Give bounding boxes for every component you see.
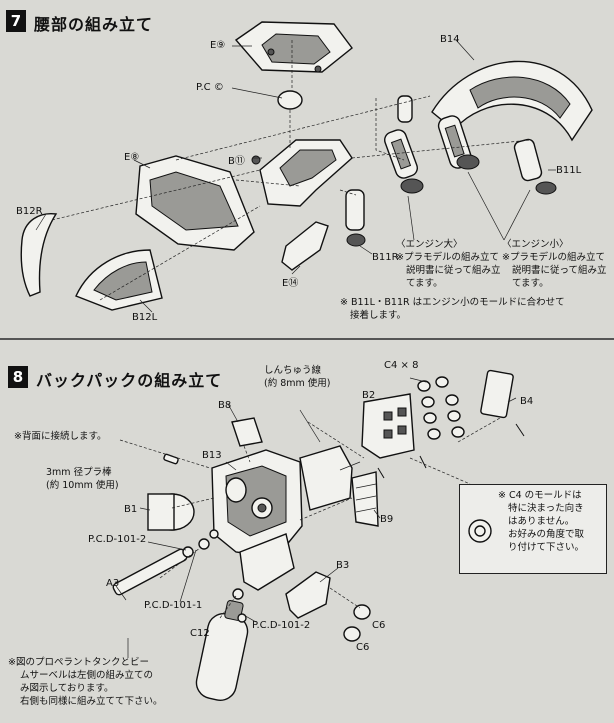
part-b3 — [285, 571, 331, 619]
c4-callout-box: ※ C4 のモールドは 特に決まった向き はありません。 お好みの角度で取 り付… — [459, 484, 607, 574]
label-b9: B9 — [380, 514, 394, 525]
label-b4: B4 — [520, 396, 534, 407]
part-b9 — [351, 471, 379, 527]
engine-large-right — [437, 115, 480, 170]
label-b14: B14 — [440, 34, 460, 45]
waist-assembly-diagram — [20, 21, 593, 313]
label-b8: B8 — [218, 400, 232, 411]
engine-small-b11l — [513, 138, 557, 195]
c4-detail-icon — [468, 519, 492, 543]
part-e14 — [281, 221, 329, 271]
label-c12: C12 — [190, 628, 210, 639]
label-pcd-101-2-b: P.C.D-101-2 — [252, 620, 311, 631]
backpack-assembly-diagram — [112, 369, 525, 701]
part-pc-cap — [277, 90, 303, 110]
label-b3: B3 — [336, 560, 350, 571]
label-e14: E⑭ — [282, 278, 299, 289]
part-c6-upper — [353, 604, 371, 620]
engine-large-left — [384, 129, 424, 194]
label-c6-upper: C6 — [372, 620, 386, 631]
engine-large-note: 〈エンジン大〉 ※プラモデルの組み立て 説明書に従って組み立 てます。 — [396, 239, 501, 289]
label-c4x8: C4 × 8 — [384, 360, 419, 371]
label-c6-lower: C6 — [356, 642, 370, 653]
label-pcd-101-2-a: P.C.D-101-2 — [88, 534, 147, 545]
label-b11r: B11R — [372, 252, 399, 263]
label-b13: B13 — [202, 450, 222, 461]
back-connect-note: ※背面に接続します。 — [14, 431, 107, 442]
label-b11: B⑪ — [228, 156, 245, 167]
engine-small-b11r — [345, 189, 366, 247]
label-b12l: B12L — [132, 312, 158, 323]
part-b8 — [231, 417, 263, 447]
c4-note: ※ C4 のモールドは 特に決まった向き はありません。 お好みの角度で取 り付… — [498, 490, 585, 553]
part-a3 — [112, 548, 188, 596]
label-e8: E⑧ — [124, 152, 140, 163]
step-number-badge: 8 — [8, 366, 28, 388]
label-a3: A3 — [106, 578, 120, 589]
step-title: バックパックの組み立て — [36, 371, 223, 390]
wire-note: しんちゅう線 (約 8mm 使用) — [264, 365, 331, 389]
label-b1: B1 — [124, 504, 138, 515]
step-7-section: 7 腰部の組み立て — [0, 0, 614, 338]
attach-footnote: ※ B11L・B11R はエンジン小のモールドに合わせて 接着します。 — [340, 297, 565, 321]
label-b11l: B11L — [556, 165, 582, 176]
rod-note: 3mm 径プラ棒 (約 10mm 使用) — [46, 467, 119, 491]
part-b4 — [480, 369, 514, 419]
part-c4-pegs — [417, 376, 465, 440]
part-c12 — [195, 613, 249, 701]
section-divider — [0, 338, 614, 340]
label-pc-c: P.C © — [196, 82, 224, 93]
label-b12r: B12R — [16, 206, 43, 217]
label-pcd-101-1: P.C.D-101-1 — [144, 600, 203, 611]
label-e9: E⑨ — [210, 40, 226, 51]
engine-small-top — [397, 95, 413, 123]
part-c6-lower — [343, 626, 361, 642]
engine-small-note: 〈エンジン小〉 ※プラモデルの組み立て 説明書に従って組み立 てます。 — [502, 239, 607, 289]
step-number-badge: 7 — [6, 10, 26, 32]
label-b2: B2 — [362, 390, 376, 401]
step-8-section: 8 バックパックの組み立て — [0, 338, 614, 723]
step-title: 腰部の組み立て — [34, 15, 154, 34]
part-b14 — [431, 60, 593, 142]
bottom-note: ※図のプロペラントタンクとビー ムサーベルは左側の組み立ての み図示しております… — [8, 657, 163, 707]
part-b12r — [20, 213, 58, 297]
